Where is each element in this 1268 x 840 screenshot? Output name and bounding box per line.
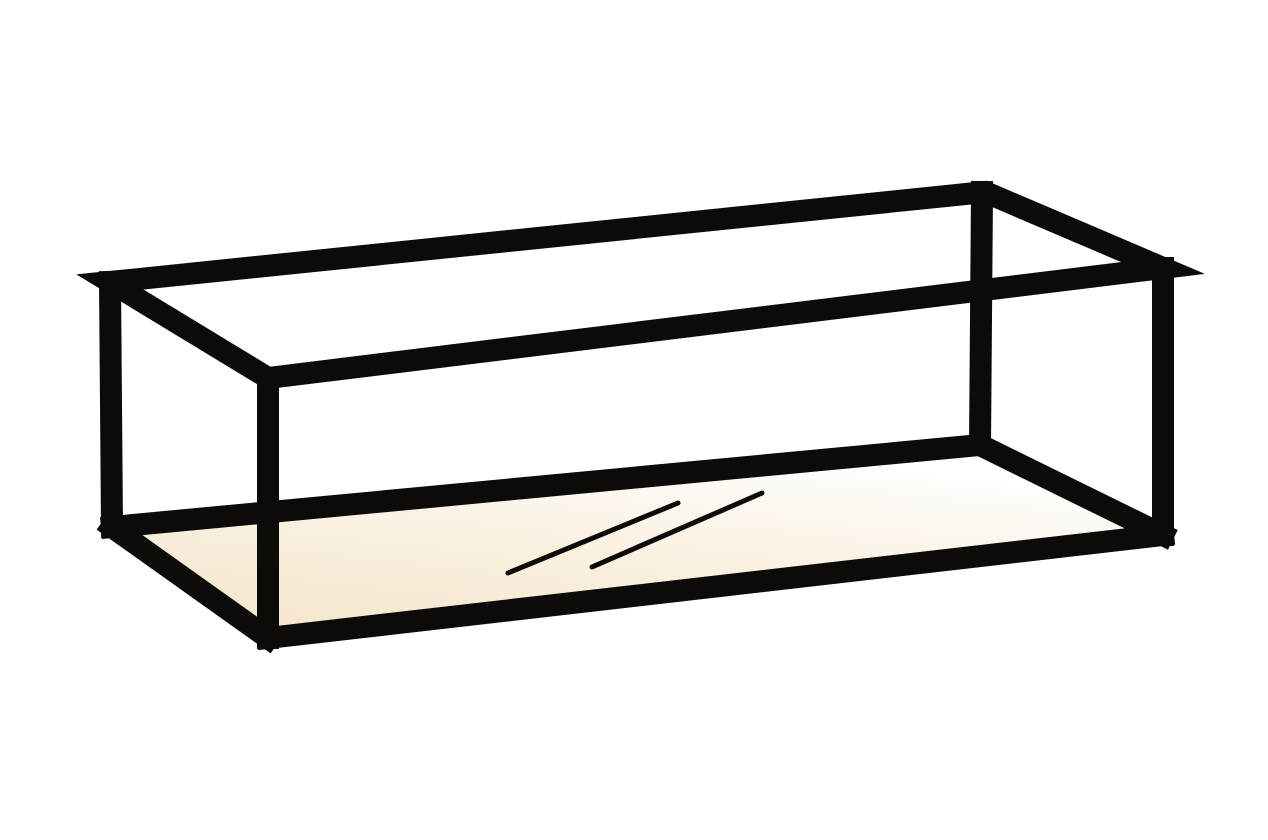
frame-left-bottom-edge [96,511,284,654]
frame-back-right-post [968,180,994,457]
frame-top [76,180,1205,390]
frame-back-bottom-edge [100,433,992,539]
glass-reflection-marks [505,490,765,576]
metal-frame [76,180,1205,654]
frame-front-bottom-edge [255,522,1176,651]
frame-right-bottom-edge [965,430,1178,550]
glass-shelf-panel [112,445,1163,638]
frame-left-post [98,270,124,539]
glass-reflection-line [505,500,681,576]
glass-reflection-line [589,490,765,570]
